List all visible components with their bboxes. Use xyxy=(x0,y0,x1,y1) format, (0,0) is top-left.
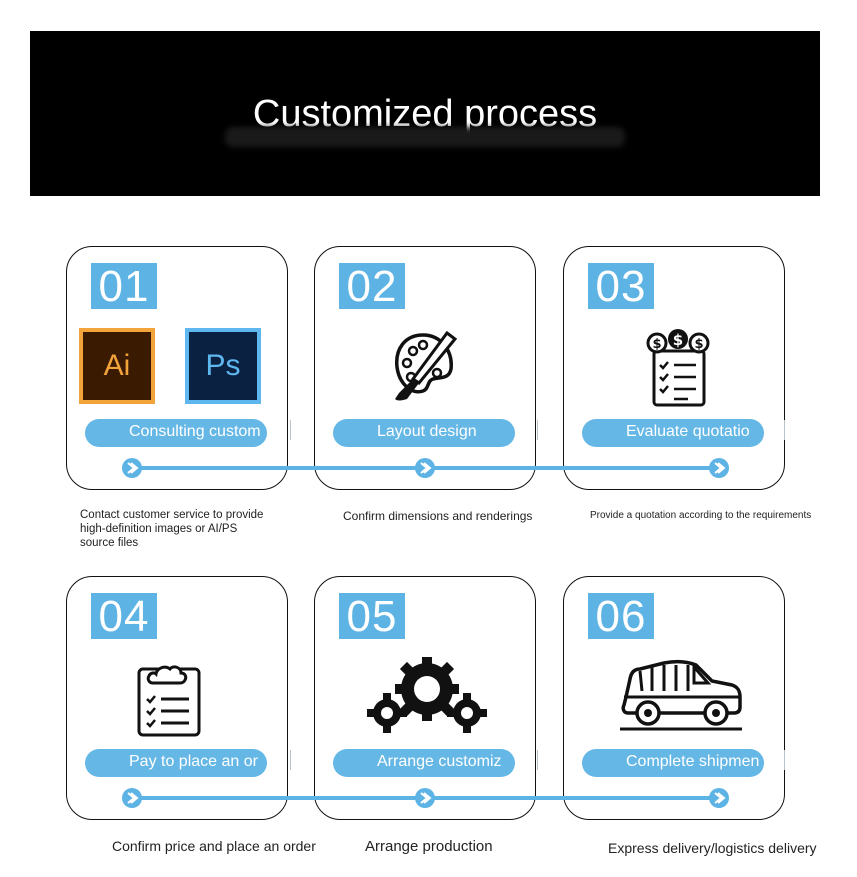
header-banner: Customized process xyxy=(30,31,820,196)
photoshop-logo-text: Ps xyxy=(189,332,257,400)
step-label: Evaluate quotatio xyxy=(626,423,750,440)
step-label: Pay to place an or xyxy=(129,753,258,770)
step-label-pill: Complete shipmen xyxy=(582,749,764,777)
timeline-arrow-icon xyxy=(709,788,729,808)
divider-tick xyxy=(290,420,291,440)
step-caption: Provide a quotation according to the req… xyxy=(590,510,812,521)
divider-tick xyxy=(537,420,538,440)
banner-subtitle-blur xyxy=(225,127,625,147)
timeline-arrow-icon xyxy=(122,458,142,478)
svg-text:$: $ xyxy=(694,337,703,352)
step-card-01: 01 Ai Ps Consulting custom xyxy=(66,246,288,490)
step-label: Layout design xyxy=(377,423,477,440)
timeline-arrow-icon xyxy=(709,458,729,478)
svg-text:$: $ xyxy=(652,337,661,352)
timeline-arrow-icon xyxy=(122,788,142,808)
step-label-pill: Layout design xyxy=(333,419,515,447)
step-number: 06 xyxy=(588,593,654,641)
divider-tick xyxy=(537,750,538,770)
timeline-arrow-icon xyxy=(415,458,435,478)
step-label-pill: Arrange customiz xyxy=(333,749,515,777)
step-number: 02 xyxy=(339,263,405,311)
svg-text:$: $ xyxy=(673,331,683,349)
step-label-pill: Pay to place an or xyxy=(85,749,267,777)
step-caption: Contact customer service to provide high… xyxy=(80,509,264,549)
divider-tick xyxy=(784,750,785,770)
step-caption: Confirm dimensions and renderings xyxy=(343,509,533,523)
step-card-06: 06 Complete shipmen xyxy=(563,576,785,820)
step-caption: Confirm price and place an order xyxy=(112,838,316,854)
step-caption: Arrange production xyxy=(365,838,493,855)
gears-icon xyxy=(367,657,487,733)
step-card-02: 02 Layout design xyxy=(314,246,536,490)
palette-brush-icon xyxy=(395,330,458,401)
timeline-arrow-icon xyxy=(415,788,435,808)
photoshop-logo-icon: Ps xyxy=(185,328,261,404)
step-number: 03 xyxy=(588,263,654,311)
step-card-05: 05 Arrange customiz xyxy=(314,576,536,820)
quotation-checklist-icon: $ $ $ xyxy=(646,329,710,407)
step-caption: Express delivery/logistics delivery xyxy=(608,840,817,856)
divider-tick xyxy=(784,420,785,440)
step-label: Consulting custom xyxy=(129,423,261,440)
step-label: Arrange customiz xyxy=(377,753,502,770)
cloud-checklist-icon xyxy=(137,665,201,737)
step-number: 01 xyxy=(91,263,157,311)
step-number: 04 xyxy=(91,593,157,641)
illustrator-logo-icon: Ai xyxy=(79,328,155,404)
divider-tick xyxy=(290,750,291,770)
step-label-pill: Evaluate quotatio xyxy=(582,419,764,447)
step-label: Complete shipmen xyxy=(626,753,760,770)
step-card-04: 04 Pay to place an or xyxy=(66,576,288,820)
illustrator-logo-text: Ai xyxy=(83,332,151,400)
step-label-pill: Consulting custom xyxy=(85,419,267,447)
truck-icon xyxy=(620,659,742,731)
step-number: 05 xyxy=(339,593,405,641)
step-card-03: 03 $ $ $ Evaluate quotatio xyxy=(563,246,785,490)
